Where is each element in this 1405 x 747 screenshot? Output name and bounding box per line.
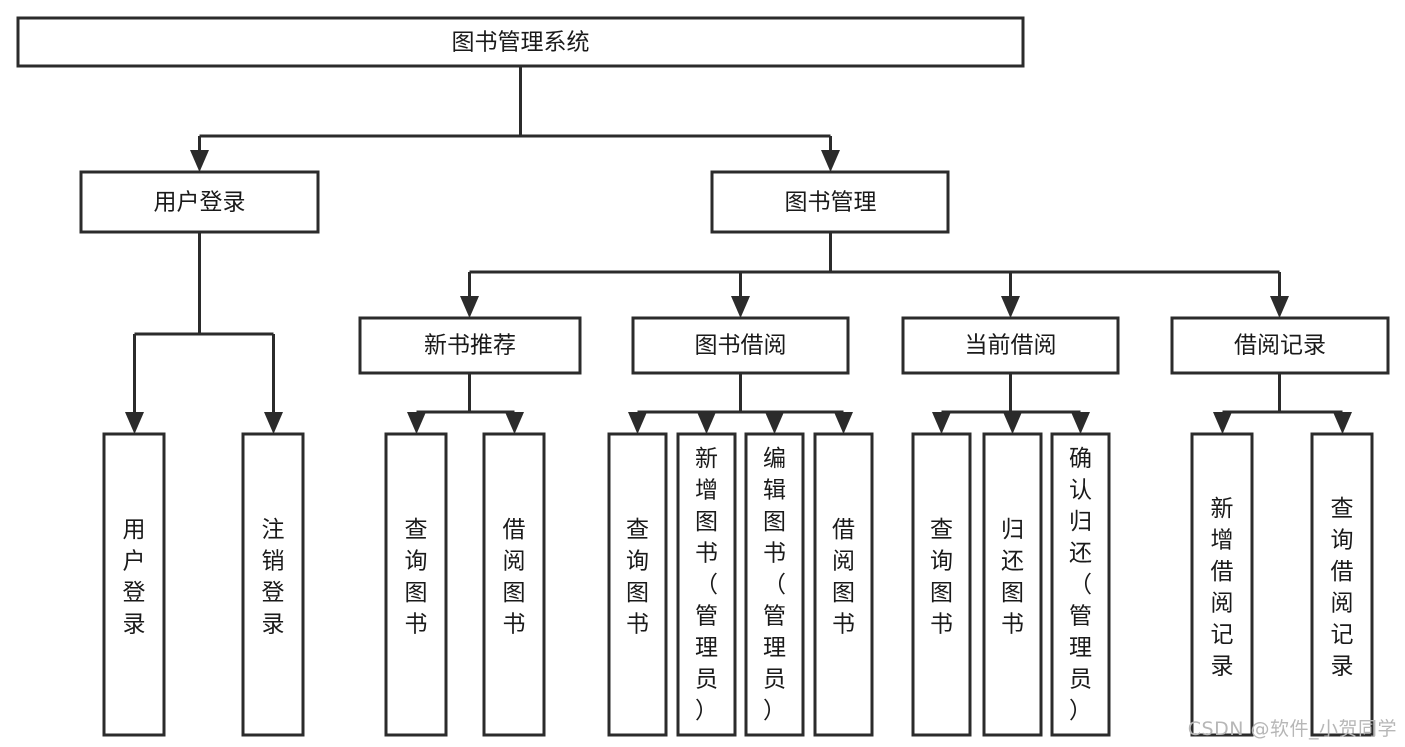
node-current-borrow-box[interactable]: [901, 316, 1120, 375]
arrow-head-leaf-logout-login: [264, 412, 283, 434]
leaf-query-borrow-record[interactable]: 查询借阅记录: [1310, 432, 1374, 737]
arrow-head-leaf-user-login: [125, 412, 144, 434]
node-borrow-record-box[interactable]: [1170, 316, 1390, 375]
node-root-box[interactable]: [16, 16, 1025, 68]
leaf-add-borrow-record[interactable]: 新增借阅记录: [1190, 432, 1254, 737]
node-book-management[interactable]: 图书管理: [710, 170, 950, 234]
node-borrow-record-label: 借阅记录: [1234, 333, 1326, 359]
arrow-head-user-login: [190, 150, 209, 172]
arrow-head-leaf-query-book-borrow: [628, 412, 647, 434]
leaf-borrow-book-recommend[interactable]: 借阅图书: [482, 432, 546, 737]
leaf-query-book-current-label: 查询图书: [930, 517, 953, 638]
connector-layer: [125, 66, 1352, 434]
leaf-return-book[interactable]: 归还图书: [982, 432, 1043, 737]
node-user-login[interactable]: 用户登录: [79, 170, 320, 234]
node-user-login-box[interactable]: [79, 170, 320, 234]
leaf-confirm-return-admin[interactable]: 确认归还（管理员）: [1050, 432, 1111, 737]
node-book-management-label: 图书管理: [785, 190, 877, 216]
leaf-user-login-box[interactable]: [102, 432, 166, 737]
arrow-head-leaf-borrow-book-recommend: [505, 412, 524, 434]
leaf-borrow-book-box[interactable]: [813, 432, 874, 737]
node-root[interactable]: 图书管理系统: [16, 16, 1025, 68]
node-new-book-recommend[interactable]: 新书推荐: [358, 316, 582, 375]
leaf-edit-book-admin-box[interactable]: [744, 432, 805, 737]
arrow-head-borrow-record: [1270, 296, 1289, 318]
leaf-borrow-book[interactable]: 借阅图书: [813, 432, 874, 737]
node-borrow-record[interactable]: 借阅记录: [1170, 316, 1390, 375]
leaf-query-borrow-record-label: 查询借阅记录: [1331, 496, 1354, 680]
leaf-borrow-book-recommend-box[interactable]: [482, 432, 546, 737]
leaf-user-login[interactable]: 用户登录: [102, 432, 166, 737]
leaf-borrow-book-label: 借阅图书: [832, 517, 855, 638]
leaf-edit-book-admin-label: 编辑图书（管理员）: [763, 446, 786, 724]
leaf-query-book-recommend-box[interactable]: [384, 432, 448, 737]
arrow-head-leaf-return-book: [1003, 412, 1022, 434]
node-root-label: 图书管理系统: [452, 30, 590, 56]
arrow-head-book-borrow: [731, 296, 750, 318]
csdn-watermark: CSDN @软件_小贺同学: [1187, 718, 1397, 740]
arrow-head-leaf-add-borrow-record: [1213, 412, 1232, 434]
leaf-logout-login[interactable]: 注销登录: [241, 432, 305, 737]
node-current-borrow[interactable]: 当前借阅: [901, 316, 1120, 375]
leaf-confirm-return-admin-box[interactable]: [1050, 432, 1111, 737]
node-book-borrow[interactable]: 图书借阅: [631, 316, 850, 375]
node-new-book-recommend-label: 新书推荐: [424, 333, 516, 359]
leaf-query-borrow-record-box[interactable]: [1310, 432, 1374, 737]
arrow-head-leaf-query-book-recommend: [407, 412, 426, 434]
node-book-management-box[interactable]: [710, 170, 950, 234]
leaf-logout-login-label: 注销登录: [262, 517, 285, 638]
leaf-user-login-label: 用户登录: [123, 517, 146, 638]
leaf-borrow-book-recommend-label: 借阅图书: [503, 517, 526, 638]
node-book-borrow-box[interactable]: [631, 316, 850, 375]
arrow-head-leaf-query-borrow-record: [1333, 412, 1352, 434]
arrow-head-new-book-recommend: [460, 296, 479, 318]
node-new-book-recommend-box[interactable]: [358, 316, 582, 375]
leaf-return-book-box[interactable]: [982, 432, 1043, 737]
node-user-login-label: 用户登录: [154, 190, 246, 216]
leaf-confirm-return-admin-label: 确认归还（管理员）: [1069, 446, 1092, 724]
node-current-borrow-label: 当前借阅: [965, 333, 1057, 359]
leaf-query-book-recommend[interactable]: 查询图书: [384, 432, 448, 737]
arrow-head-leaf-query-book-current: [932, 412, 951, 434]
leaf-add-borrow-record-label: 新增借阅记录: [1211, 496, 1234, 680]
leaf-return-book-label: 归还图书: [1001, 517, 1024, 638]
node-book-borrow-label: 图书借阅: [695, 333, 787, 359]
leaf-query-book-current[interactable]: 查询图书: [911, 432, 972, 737]
leaf-query-book-borrow[interactable]: 查询图书: [607, 432, 668, 737]
leaf-edit-book-admin[interactable]: 编辑图书（管理员）: [744, 432, 805, 737]
leaf-add-book-admin[interactable]: 新增图书（管理员）: [676, 432, 737, 737]
leaf-logout-login-box[interactable]: [241, 432, 305, 737]
leaf-query-book-borrow-label: 查询图书: [626, 517, 649, 638]
arrow-head-leaf-add-book-admin: [697, 412, 716, 434]
leaf-add-book-admin-label: 新增图书（管理员）: [695, 446, 718, 724]
leaf-add-borrow-record-box[interactable]: [1190, 432, 1254, 737]
leaf-query-book-current-box[interactable]: [911, 432, 972, 737]
arrow-head-current-borrow: [1001, 296, 1020, 318]
leaf-add-book-admin-box[interactable]: [676, 432, 737, 737]
leaf-query-book-recommend-label: 查询图书: [405, 517, 428, 638]
arrow-head-leaf-confirm-return-admin: [1071, 412, 1090, 434]
arrow-head-leaf-edit-book-admin: [765, 412, 784, 434]
arrow-head-book-management: [821, 150, 840, 172]
arrow-head-leaf-borrow-book: [834, 412, 853, 434]
leaf-query-book-borrow-box[interactable]: [607, 432, 668, 737]
